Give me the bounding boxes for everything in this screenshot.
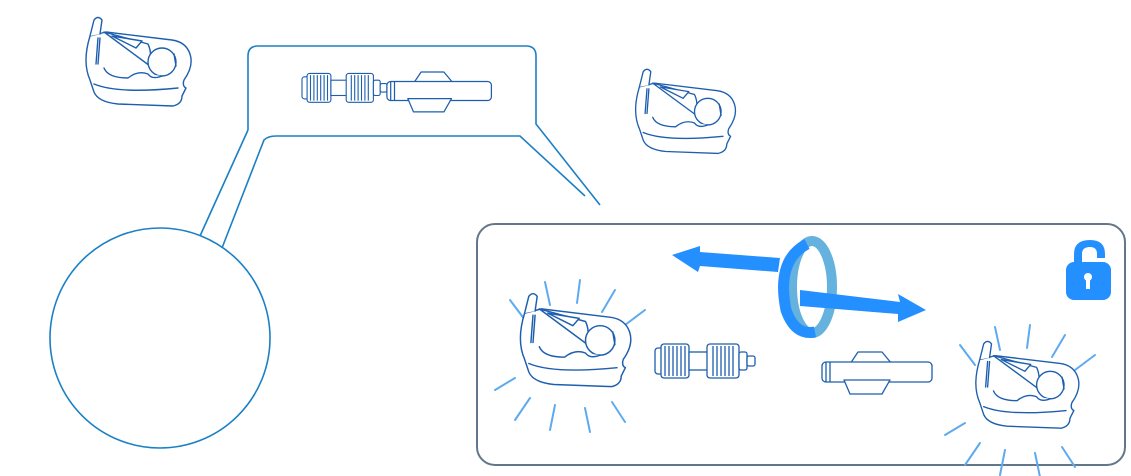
- connected-assembly-female: [386, 71, 493, 113]
- clamp-top-left: [85, 16, 192, 107]
- magnifier-callout: [49, 45, 601, 449]
- unlocked-padlock-icon: [1066, 240, 1111, 300]
- connected-assembly-male: [301, 72, 388, 103]
- disconnect-panel: [476, 223, 1126, 466]
- clamp-top-right: [634, 68, 737, 155]
- twist-arrow-icon: [672, 236, 926, 339]
